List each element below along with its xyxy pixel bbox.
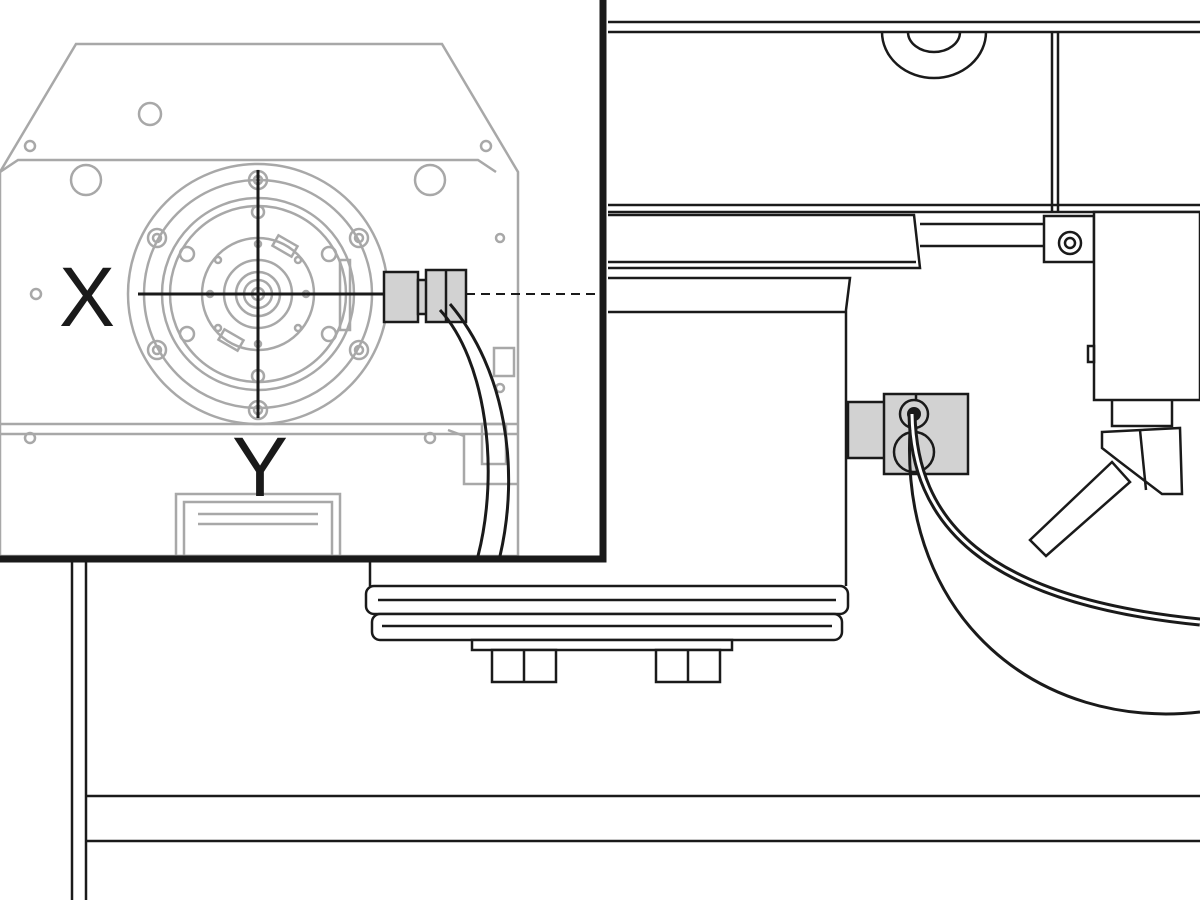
mounting-bracket [1042, 210, 1187, 264]
main-view [70, 20, 1200, 900]
inset-detail: X Y [0, 0, 607, 563]
inset-sensor-cable [438, 303, 511, 557]
inset-border [0, 0, 607, 563]
axis-cross [138, 170, 384, 418]
x-axis-label: X [59, 250, 115, 344]
inset-sensor [382, 268, 468, 324]
inset-background [0, 0, 605, 561]
spindle-body [364, 276, 852, 684]
upper-housing [608, 20, 1200, 270]
main-sensor [846, 392, 970, 476]
base-frame [70, 560, 1200, 900]
side-block [1028, 210, 1200, 558]
y-axis-label: Y [232, 420, 288, 514]
main-sensor-cable [907, 413, 1200, 716]
